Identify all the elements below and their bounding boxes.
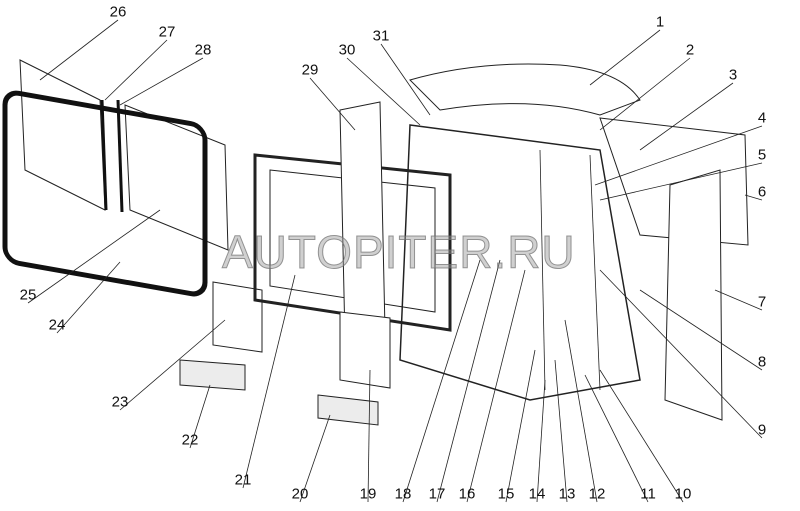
callout-13: 13 xyxy=(558,485,576,503)
leader-line-5 xyxy=(599,162,763,201)
callout-14: 14 xyxy=(528,485,546,503)
leader-line-7 xyxy=(714,289,763,311)
callout-6: 6 xyxy=(757,183,767,201)
callout-18: 18 xyxy=(394,485,412,503)
callout-28: 28 xyxy=(194,41,212,59)
callout-24: 24 xyxy=(48,316,66,334)
leader-line-28 xyxy=(119,57,204,106)
callout-15: 15 xyxy=(497,485,515,503)
leader-line-10 xyxy=(599,369,684,503)
windshield-glass-right xyxy=(124,104,229,251)
callout-leaders xyxy=(27,19,763,503)
leader-line-22 xyxy=(189,384,211,449)
callout-21: 21 xyxy=(234,471,252,489)
leader-line-31 xyxy=(380,43,431,116)
leader-line-30 xyxy=(346,57,421,126)
callout-10: 10 xyxy=(674,485,692,503)
leader-line-21 xyxy=(242,274,296,489)
callout-1: 1 xyxy=(655,13,665,31)
leader-line-27 xyxy=(104,39,168,101)
callout-30: 30 xyxy=(338,41,356,59)
callout-7: 7 xyxy=(757,293,767,311)
leader-line-29 xyxy=(309,77,356,131)
callout-16: 16 xyxy=(458,485,476,503)
leader-line-18 xyxy=(402,259,481,503)
leader-line-19 xyxy=(367,369,371,503)
leader-line-20 xyxy=(299,414,331,503)
leader-line-16 xyxy=(466,269,526,503)
leader-line-12 xyxy=(564,319,598,503)
watermark: AUTOPITER.RU xyxy=(222,226,576,279)
panel-19 xyxy=(339,311,391,389)
leader-line-6 xyxy=(744,194,763,201)
leader-line-23 xyxy=(119,319,226,411)
callout-12: 12 xyxy=(588,485,606,503)
leader-line-25 xyxy=(27,209,161,304)
cab-frame-post-left xyxy=(539,149,546,391)
callout-25: 25 xyxy=(19,286,37,304)
cab-frame xyxy=(399,124,641,401)
leader-line-3 xyxy=(639,82,734,151)
leader-line-9 xyxy=(599,269,763,439)
callout-3: 3 xyxy=(728,66,738,84)
leader-line-14 xyxy=(536,379,546,503)
leader-line-26 xyxy=(39,19,119,81)
callout-27: 27 xyxy=(158,23,176,41)
callout-26: 26 xyxy=(109,3,127,21)
windshield-glass-left xyxy=(19,59,106,211)
callout-2: 2 xyxy=(685,41,695,59)
callout-31: 31 xyxy=(372,27,390,45)
center-strip-27 xyxy=(100,99,108,211)
callout-11: 11 xyxy=(640,485,656,503)
panel-23 xyxy=(212,281,263,353)
callout-17: 17 xyxy=(428,485,446,503)
callout-29: 29 xyxy=(301,61,319,79)
callout-20: 20 xyxy=(291,485,309,503)
leader-line-24 xyxy=(56,261,121,334)
callout-4: 4 xyxy=(757,109,767,127)
leader-line-15 xyxy=(505,349,536,503)
leader-line-2 xyxy=(599,57,691,131)
leader-line-4 xyxy=(594,125,763,186)
center-strip-28 xyxy=(116,99,124,213)
callout-19: 19 xyxy=(359,485,377,503)
callout-9: 9 xyxy=(757,421,767,439)
pillar-29 xyxy=(339,101,386,341)
callout-23: 23 xyxy=(111,393,129,411)
callout-22: 22 xyxy=(181,431,199,449)
grille-20 xyxy=(317,394,379,426)
side-panel-7 xyxy=(664,169,723,421)
leader-line-1 xyxy=(589,29,661,86)
callout-5: 5 xyxy=(757,146,767,164)
callout-8: 8 xyxy=(757,353,767,371)
grille-22 xyxy=(179,359,246,391)
roof-1 xyxy=(409,63,641,116)
leader-line-13 xyxy=(554,359,568,503)
leader-line-11 xyxy=(584,374,649,503)
leader-line-17 xyxy=(436,259,501,503)
front-frame-21 xyxy=(253,153,452,332)
leader-line-8 xyxy=(639,289,763,371)
cab-frame-post-right xyxy=(589,154,601,391)
